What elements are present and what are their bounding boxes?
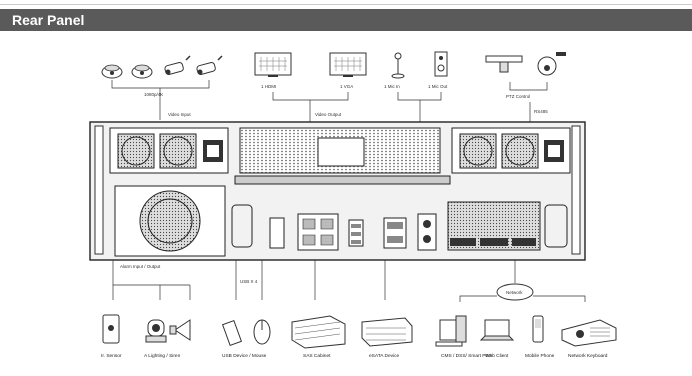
ir-sensor-icon	[102, 314, 120, 344]
mobile-phone-icon	[532, 315, 544, 343]
cms-pss-label: CMS / DSS/ Smart PSS	[441, 353, 492, 359]
network-keyboard-label: Network Keyboard	[568, 353, 608, 359]
hdmi-label: 1 HDMI	[261, 84, 276, 89]
web-client-label: Web Client	[485, 353, 509, 359]
mouse-icon	[253, 319, 271, 345]
nvr-rear-panel	[89, 121, 586, 261]
bullet-camera-icon	[164, 55, 191, 75]
sas-cabinet-label: SAS Cabinet	[303, 353, 331, 359]
usb-label: USB X 4	[240, 279, 258, 284]
network-keyboard-icon	[561, 319, 617, 347]
rs485-label: RS485	[534, 109, 548, 114]
usb-device-mouse-label: USB Device / Mouse	[222, 353, 267, 359]
ptz-keyboard-icon	[485, 55, 523, 73]
siren-horn-icon	[169, 319, 191, 341]
alarm-light-icon	[145, 319, 167, 343]
desktop-computer-icon	[435, 315, 467, 347]
usb-drive-icon	[221, 319, 243, 347]
ir-sensor-label: Ir. Sensor	[101, 353, 122, 359]
mic-out-label: 1 Mic Out	[428, 84, 448, 89]
network-label: Network	[506, 290, 523, 295]
section-header-bar	[0, 9, 692, 31]
vga-label: 1 VGA	[340, 84, 353, 89]
mobile-phone-label: Mobile Phone	[525, 353, 555, 359]
esata-device-icon	[361, 317, 413, 347]
network-cloud-icon	[496, 283, 534, 301]
dome-camera-icon-2	[131, 64, 153, 79]
speed-dome-icon	[537, 52, 566, 76]
esata-device-label: eSATA Device	[369, 353, 400, 359]
speaker-icon	[434, 51, 448, 77]
video-output-label: Video Output	[315, 112, 342, 117]
microphone-icon	[391, 52, 405, 79]
hdmi-monitor-icon	[254, 52, 292, 77]
mic-in-label: 1 Mic In	[384, 84, 400, 89]
video-input-label: Video Input	[168, 112, 191, 117]
section-title: Rear Panel	[12, 12, 85, 28]
bullet-camera-icon-2	[196, 55, 223, 75]
ptz-control-label: PTZ Control	[506, 94, 530, 99]
dome-camera-icon	[101, 64, 123, 79]
top-divider	[0, 0, 692, 5]
vga-monitor-icon	[329, 52, 367, 77]
laptop-icon	[479, 319, 515, 341]
sas-cabinet-icon	[291, 315, 346, 349]
lighting-siren-label: A Lighting / Siren	[144, 353, 181, 359]
cameras-label: 1080p/4K	[144, 92, 163, 97]
alarm-io-label: Alarm Input / Output	[120, 264, 161, 269]
